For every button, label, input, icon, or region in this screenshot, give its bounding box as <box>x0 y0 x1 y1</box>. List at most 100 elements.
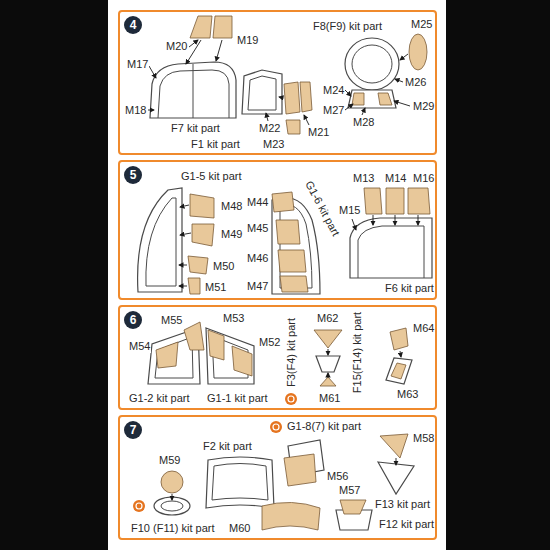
mask-number: M63 <box>396 388 419 401</box>
frame-line <box>352 45 392 83</box>
mask-number: M56 <box>326 470 349 483</box>
leader-arrow <box>179 286 187 287</box>
part-name: F6 kit part <box>384 282 435 295</box>
mask-number: M16 <box>412 172 435 185</box>
mask-piece <box>300 82 312 112</box>
mask-piece <box>272 192 294 212</box>
part-name: F1 kit part <box>190 138 241 151</box>
mask-piece <box>188 256 208 274</box>
clear-part-icon <box>273 424 279 430</box>
frame-line <box>358 226 424 278</box>
leader-arrow <box>352 219 356 230</box>
mask-piece <box>190 16 212 38</box>
mask-number: M25 <box>410 18 433 31</box>
clear-part-icon <box>288 396 294 402</box>
leader-arrow <box>328 373 329 376</box>
window-frame <box>316 356 340 372</box>
part-name: F8(F9) kit part <box>312 20 383 33</box>
windscreen-frame <box>242 70 282 114</box>
mask-number: M53 <box>222 312 245 325</box>
leader-arrow <box>180 233 191 235</box>
frame-line <box>155 337 193 378</box>
part-name: F15(F14) kit part <box>352 310 365 393</box>
mask-piece <box>213 16 232 38</box>
clear-part-icon <box>270 421 282 433</box>
mask-piece <box>208 330 224 360</box>
window-frame <box>378 462 414 494</box>
step-number: 5 <box>124 166 142 184</box>
step-number: 4 <box>124 16 142 34</box>
leader-arrow <box>400 351 401 357</box>
leader-arrow <box>394 101 410 106</box>
mask-number: M15 <box>338 204 361 217</box>
mask-number: M45 <box>246 222 269 235</box>
mask-number: M13 <box>352 172 375 185</box>
leader-arrow <box>180 205 189 207</box>
mask-number: M57 <box>338 484 361 497</box>
leader-arrow <box>189 40 198 47</box>
frame-line <box>193 64 194 118</box>
mask-piece <box>184 322 204 350</box>
mask-piece <box>408 188 430 214</box>
mask-number: M62 <box>316 312 339 325</box>
mask-piece <box>161 471 183 493</box>
leader-arrow <box>395 215 396 225</box>
mask-piece <box>380 434 408 458</box>
part-name: F12 kit part <box>378 518 435 531</box>
dome-base-frame <box>348 90 396 108</box>
leader-arrow <box>179 265 187 266</box>
mask-piece <box>278 250 306 272</box>
mask-piece <box>284 82 300 114</box>
part-name: G1-2 kit part <box>128 392 191 405</box>
mask-piece <box>390 328 408 350</box>
mask-piece <box>378 93 392 105</box>
leader-arrow <box>362 108 365 115</box>
clear-part-icon <box>285 393 297 405</box>
instruction-sheet <box>108 0 446 550</box>
mask-number: M44 <box>246 196 269 209</box>
leader-arrow <box>216 40 222 61</box>
part-name: F2 kit part <box>202 440 253 453</box>
clear-part-icon <box>133 500 145 512</box>
part-name: F3(F4) kit part <box>285 316 298 387</box>
mask-piece <box>286 120 300 134</box>
leader-arrow <box>172 494 173 500</box>
windscreen-frame <box>206 328 254 384</box>
part-name: F13 kit part <box>374 498 431 511</box>
mask-piece <box>352 93 364 105</box>
frame-line <box>146 198 176 286</box>
mask-piece <box>188 278 200 294</box>
mask-number: M23 <box>262 138 285 151</box>
mask-number: M51 <box>204 281 227 294</box>
leader-arrow <box>148 110 154 111</box>
mask-piece <box>340 500 366 514</box>
mask-number: M59 <box>158 454 181 467</box>
mask-piece <box>280 276 308 292</box>
canopy-frame <box>150 62 236 118</box>
mask-number: M47 <box>246 280 269 293</box>
mask-number: M60 <box>228 522 251 535</box>
mask-number: M26 <box>404 76 427 89</box>
canopy-frame <box>350 218 432 278</box>
mask-piece <box>409 34 427 70</box>
step-number: 7 <box>124 421 142 439</box>
mask-number: M19 <box>236 34 259 47</box>
part-name: F7 kit part <box>170 122 221 135</box>
mask-number: M28 <box>352 116 375 129</box>
mask-number: M58 <box>412 432 435 445</box>
mask-number: M54 <box>128 340 151 353</box>
leader-arrow <box>395 79 403 82</box>
mask-piece <box>232 346 252 376</box>
leader-arrow <box>279 97 284 98</box>
window-frame <box>386 358 412 384</box>
mask-piece <box>320 377 336 386</box>
mask-piece <box>192 224 214 246</box>
mask-number: M64 <box>412 322 435 335</box>
mask-piece <box>386 188 404 214</box>
dome-frame <box>345 38 399 90</box>
mask-piece <box>284 454 316 486</box>
frame-line <box>212 464 268 501</box>
mask-piece <box>276 220 300 244</box>
mask-number: M49 <box>220 228 243 241</box>
